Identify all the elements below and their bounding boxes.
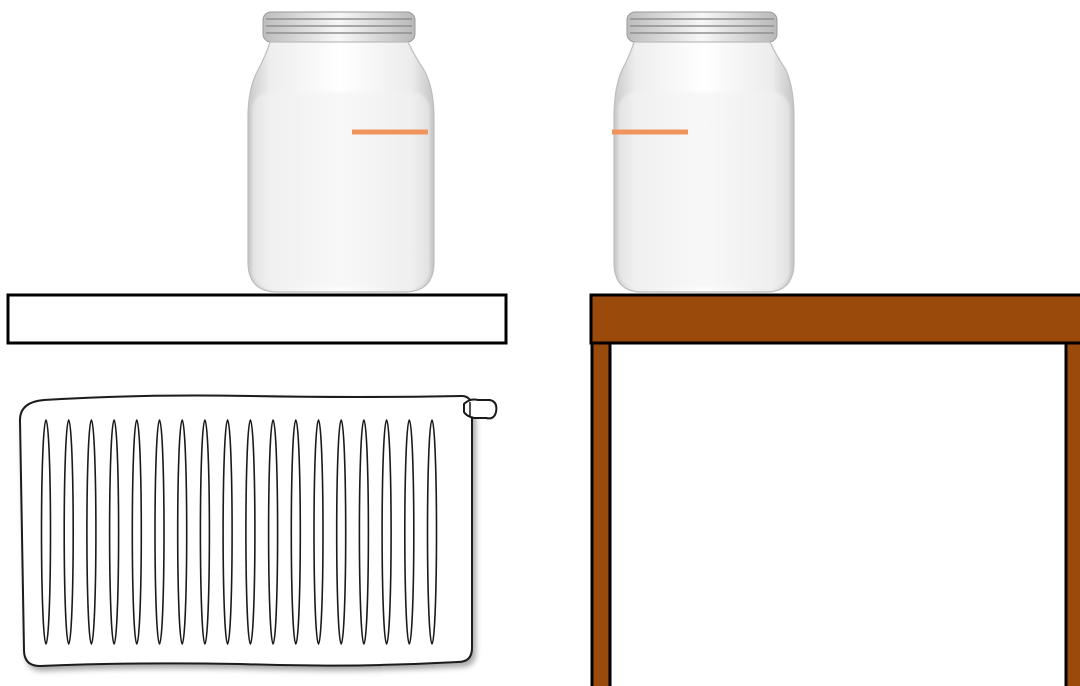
table-top — [591, 295, 1080, 343]
left-jar-lid — [263, 12, 415, 42]
table-leg-left — [592, 343, 610, 686]
right-jar-liquid — [618, 92, 790, 288]
radiator-valve — [464, 400, 496, 419]
right-jar — [612, 12, 794, 292]
table — [591, 295, 1080, 686]
radiator — [20, 396, 496, 667]
table-leg-right — [1066, 343, 1080, 686]
left-jar-liquid — [252, 92, 430, 288]
left-shelf — [8, 295, 506, 343]
left-jar — [248, 12, 434, 292]
right-jar-lid — [627, 12, 777, 42]
